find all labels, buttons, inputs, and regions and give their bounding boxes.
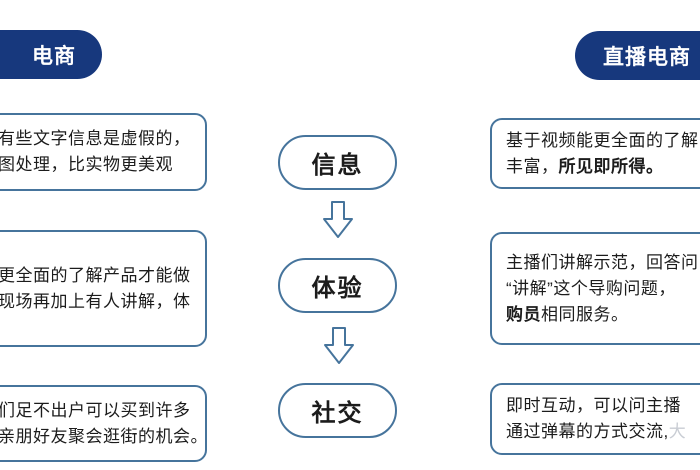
box-text-line: 即时互动，可以问主播 xyxy=(506,396,681,415)
stage-social-label: 社交 xyxy=(311,400,364,427)
box-text-line: 丰富，所见即所得。 xyxy=(506,156,664,176)
down-arrow-icon-2 xyxy=(321,327,357,365)
stage-social: 社交 xyxy=(278,383,397,438)
down-arrow-glyph xyxy=(323,201,353,238)
box-text-line: 图处理，比实物更美观 xyxy=(0,155,173,174)
down-arrow-glyph xyxy=(324,327,354,364)
box-text-line: 现场再加上有人讲解，体 xyxy=(0,291,191,311)
box-text-line: 通过弹幕的方式交流,大 xyxy=(506,422,687,441)
traditional-ecommerce-badge: 电商 xyxy=(0,30,102,79)
box-text-line: 亲朋好友聚会逛街的机会。 xyxy=(0,426,208,446)
down-arrow-icon-1 xyxy=(320,201,356,239)
watermark: 大 xyxy=(668,422,687,441)
live-ecommerce-badge: 直播电商 xyxy=(575,31,700,80)
box-text-line: 基于视频能更全面的了解 xyxy=(506,130,699,150)
traditional-info-box: 有些文字信息是虚假的， 图处理，比实物更美观 xyxy=(0,113,207,191)
live-social-box: 即时互动，可以问主播通过弹幕的方式交流,大 xyxy=(490,383,700,455)
stage-experience: 体验 xyxy=(278,258,397,313)
box-text-line: 购员相同服务。 xyxy=(506,304,629,324)
traditional-experience-box: 更全面的了解产品才能做现场再加上有人讲解，体 xyxy=(0,230,207,347)
stage-info-label: 信息 xyxy=(311,152,364,179)
box-text-line: 主播们讲解示范，回答问 xyxy=(506,252,699,272)
box-text-line: 们足不出户可以买到许多 xyxy=(0,400,191,420)
live-ecommerce-badge-label: 直播电商 xyxy=(603,45,691,69)
live-info-box: 基于视频能更全面的了解丰富，所见即所得。 xyxy=(490,118,700,189)
live-experience-box: 主播们讲解示范，回答问 “讲解”这个导购问题， 购员相同服务。 xyxy=(490,232,700,345)
stage-experience-label: 体验 xyxy=(311,275,364,302)
traditional-ecommerce-badge-label: 电商 xyxy=(32,44,76,68)
box-text-line: “讲解”这个导购问题， xyxy=(506,278,676,298)
stage-info: 信息 xyxy=(278,135,397,190)
box-text-line: 有些文字信息是虚假的， xyxy=(0,129,191,148)
box-text-line: 更全面的了解产品才能做 xyxy=(0,265,191,285)
traditional-social-box: 们足不出户可以买到许多亲朋好友聚会逛街的机会。 xyxy=(0,385,208,462)
